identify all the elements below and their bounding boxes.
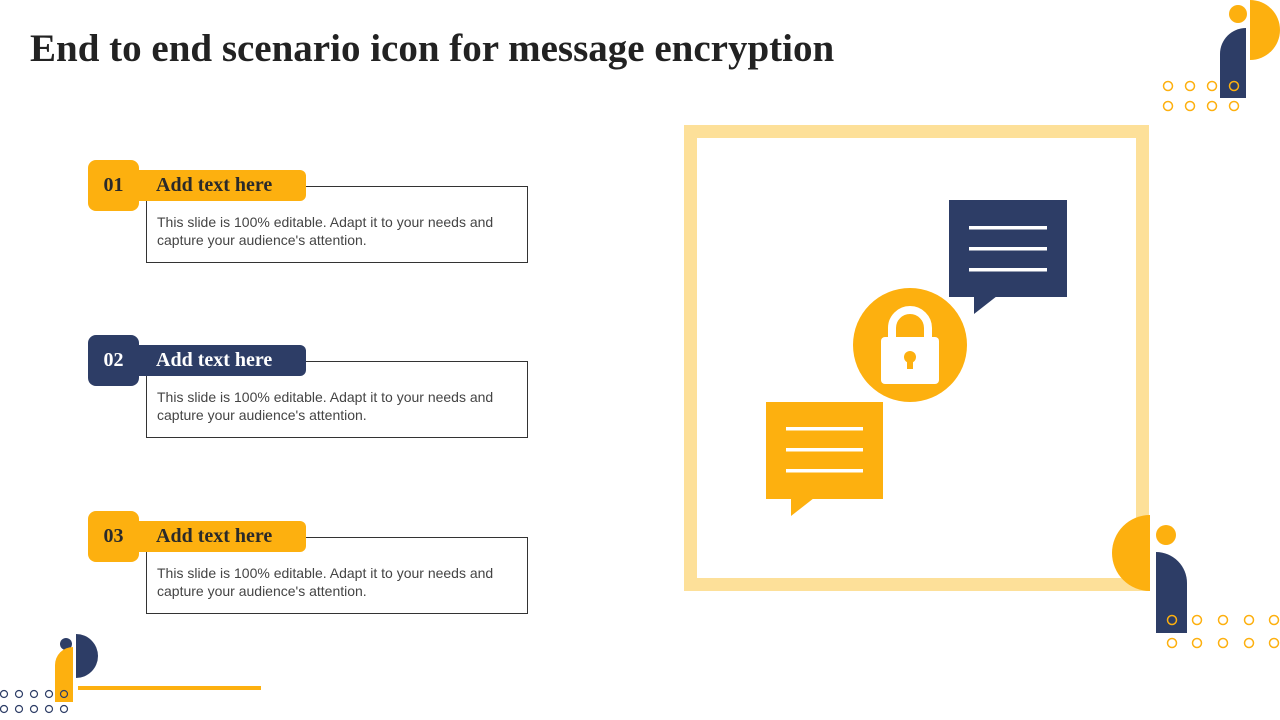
item-number-badge: 02 [88,335,139,386]
yellow-chat-bubble-icon [766,402,883,516]
corner-decoration-top-right [1162,0,1280,112]
item-description: This slide is 100% editable. Adapt it to… [146,186,528,263]
padlock-icon [853,288,967,402]
item-heading: Add text here [128,345,306,376]
item-description: This slide is 100% editable. Adapt it to… [146,361,528,438]
list-item-02: This slide is 100% editable. Adapt it to… [88,335,528,439]
navy-chat-bubble-icon [949,200,1067,314]
item-description: This slide is 100% editable. Adapt it to… [146,537,528,614]
encryption-illustration [766,200,1067,516]
item-heading: Add text here [128,521,306,552]
item-heading: Add text here [128,170,306,201]
list-item-03: This slide is 100% editable. Adapt it to… [88,511,528,615]
item-number-badge: 03 [88,511,139,562]
corner-decoration-bottom-left [0,634,261,714]
item-number-badge: 01 [88,160,139,211]
corner-decoration-bottom-right [1112,515,1280,649]
slide-title: End to end scenario icon for message enc… [30,27,835,70]
list-item-01: This slide is 100% editable. Adapt it to… [88,160,528,264]
